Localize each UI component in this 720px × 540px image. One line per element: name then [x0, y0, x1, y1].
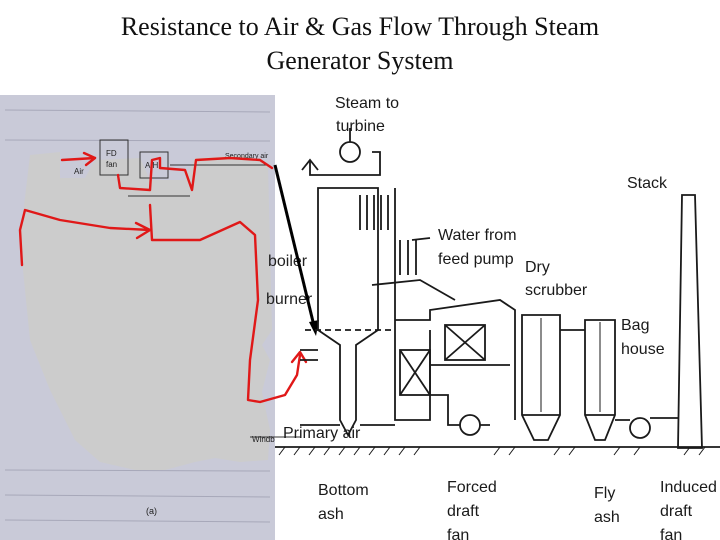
- left-figure: FD fan A.H Air Secondary air boiler burn…: [0, 95, 313, 540]
- slide-title: Resistance to Air & Gas Flow Through Ste…: [0, 10, 720, 78]
- bottom-ash-label-1: Bottom: [318, 482, 369, 499]
- slide-title-line-2: Generator System: [0, 44, 720, 78]
- stack: [678, 195, 702, 448]
- dry-scrubber-label-2: scrubber: [525, 282, 588, 299]
- ground-hatching: [279, 447, 705, 455]
- induced-draft-label-1: Induced: [660, 479, 717, 496]
- fd-fan: [460, 415, 480, 435]
- fly-ash-label-1: Fly: [594, 485, 615, 502]
- fly-ash-label-2: ash: [594, 509, 620, 526]
- water-label-2: feed pump: [438, 251, 514, 268]
- slide-title-line-1: Resistance to Air & Gas Flow Through Ste…: [0, 10, 720, 44]
- steam-generator-diagram: FD fan A.H Air Secondary air boiler burn…: [0, 95, 720, 540]
- economizer-coil: [400, 240, 416, 275]
- steam-label-2: turbine: [336, 118, 385, 135]
- bottom-ash-label-2: ash: [318, 506, 344, 523]
- fd-fan-label-1: FD: [106, 149, 117, 158]
- windbox-label: Windb: [252, 435, 275, 444]
- steam-line: [310, 152, 380, 175]
- feed-water-pipe: [412, 238, 430, 240]
- forced-draft-label-1: Forced: [447, 479, 497, 496]
- water-label-1: Water from: [438, 227, 517, 244]
- figure-tag: (a): [146, 506, 157, 516]
- bag-house-label-1: Bag: [621, 317, 649, 334]
- fd-fan-duct: [430, 395, 490, 425]
- id-fan: [630, 418, 650, 438]
- dry-scrubber-label-1: Dry: [525, 259, 550, 276]
- superheater-coil: [360, 195, 388, 230]
- forced-draft-label-3: fan: [447, 527, 469, 540]
- stack-label: Stack: [627, 175, 668, 192]
- fd-fan-label-2: fan: [106, 160, 117, 169]
- induced-draft-label-3: fan: [660, 527, 682, 540]
- steam-label-1: Steam to: [335, 95, 399, 112]
- air-label: Air: [74, 167, 84, 176]
- feed-water-pipe-2: [372, 280, 455, 300]
- bag-house-label-2: house: [621, 341, 665, 358]
- furnace-outline: [318, 188, 378, 435]
- forced-draft-label-2: draft: [447, 503, 480, 520]
- primary-air-label: Primary air: [283, 425, 361, 442]
- steam-drum: [340, 142, 360, 162]
- boiler-label: boiler: [268, 253, 308, 270]
- induced-draft-label-2: draft: [660, 503, 693, 520]
